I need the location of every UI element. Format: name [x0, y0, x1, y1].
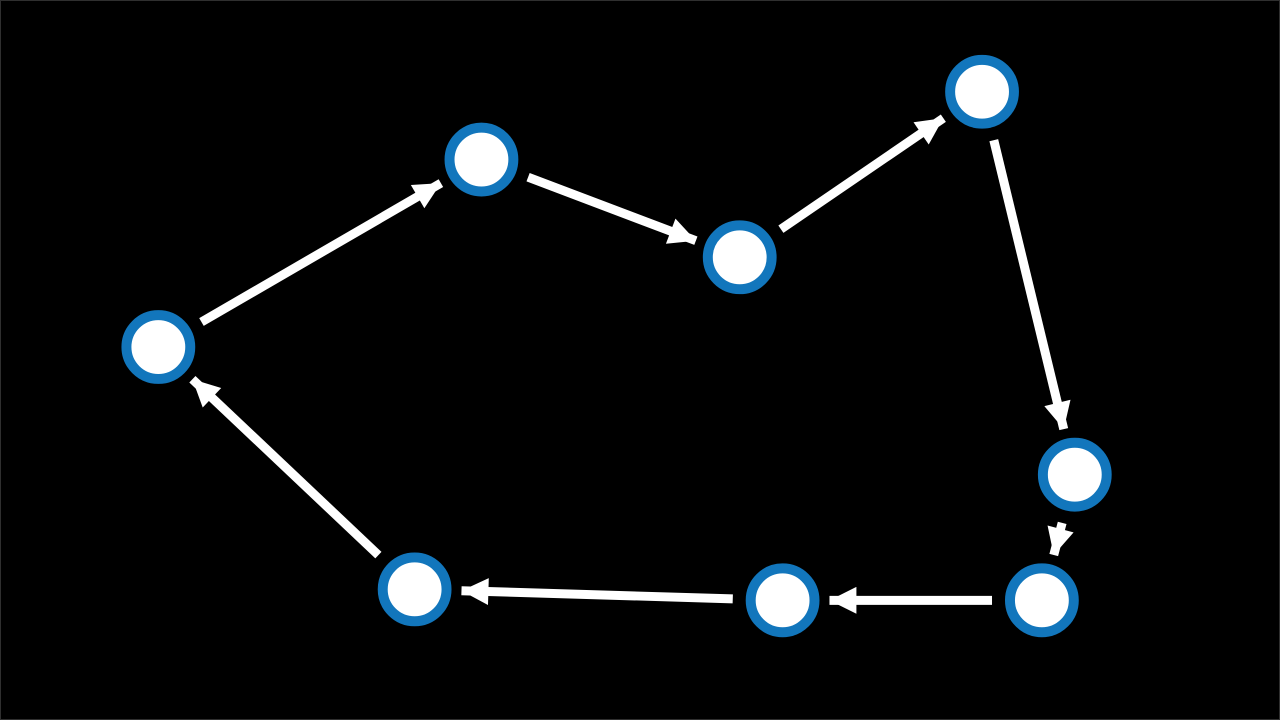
- graph-node-left: [121, 310, 196, 384]
- edge-arrow-middle-to-top-right: [778, 114, 946, 233]
- graph-node-right: [1037, 437, 1112, 512]
- graph-node-middle: [702, 220, 777, 295]
- graph-node-bottom-right: [1004, 563, 1079, 638]
- edge-arrow-left-to-upper-left: [199, 179, 444, 326]
- edge-arrow-right-to-bottom-right: [1047, 521, 1074, 557]
- graph-node-bottom-middle: [745, 563, 820, 638]
- edge-arrow-bottom-left-to-left: [189, 375, 382, 559]
- edge-arrow-upper-left-to-middle: [526, 173, 698, 245]
- graph-node-upper-left: [444, 122, 519, 197]
- graph-node-bottom-left: [377, 552, 452, 627]
- edge-arrow-bottom-middle-to-bottom-left: [461, 578, 733, 606]
- edge-arrow-top-right-to-right: [989, 139, 1071, 431]
- graph-node-top-right: [945, 54, 1019, 129]
